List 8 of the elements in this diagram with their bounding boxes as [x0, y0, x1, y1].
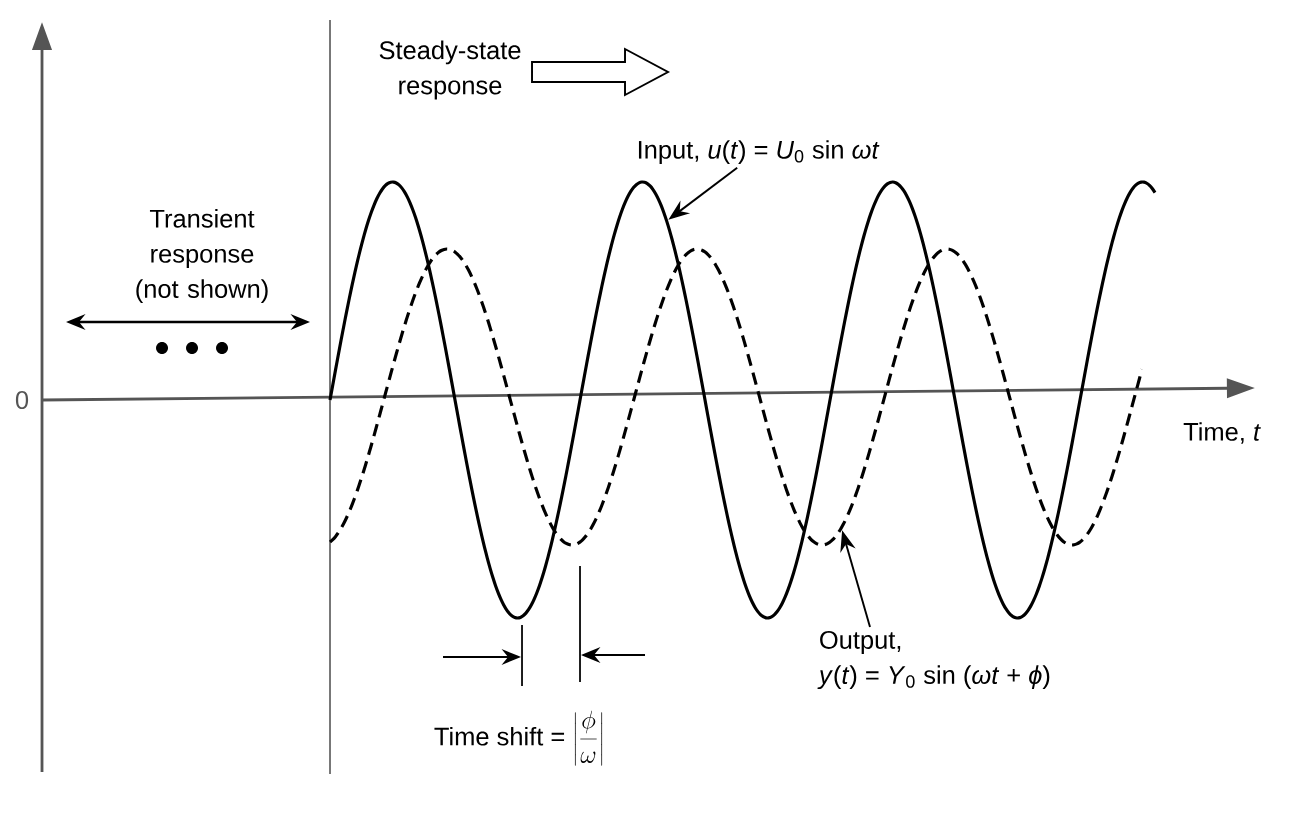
- text-label: Output, y(t) = Y$_{0}$ sin (ωt + ϕ): [817, 630, 1050, 690]
- text-label: Steady-state response: [379, 40, 521, 100]
- axis-label: Time, t: [1183, 422, 1261, 444]
- axis-label: 0: [15, 391, 29, 410]
- text-label: Transient response (not shown): [136, 209, 268, 304]
- input-wave: [328, 180, 1156, 620]
- text-label: Time shift = $\left|\frac{\phi}{\omega}\right|$: [434, 710, 603, 766]
- text-label: Input, u(t) = U$_{0}$ sin ωt: [638, 140, 880, 164]
